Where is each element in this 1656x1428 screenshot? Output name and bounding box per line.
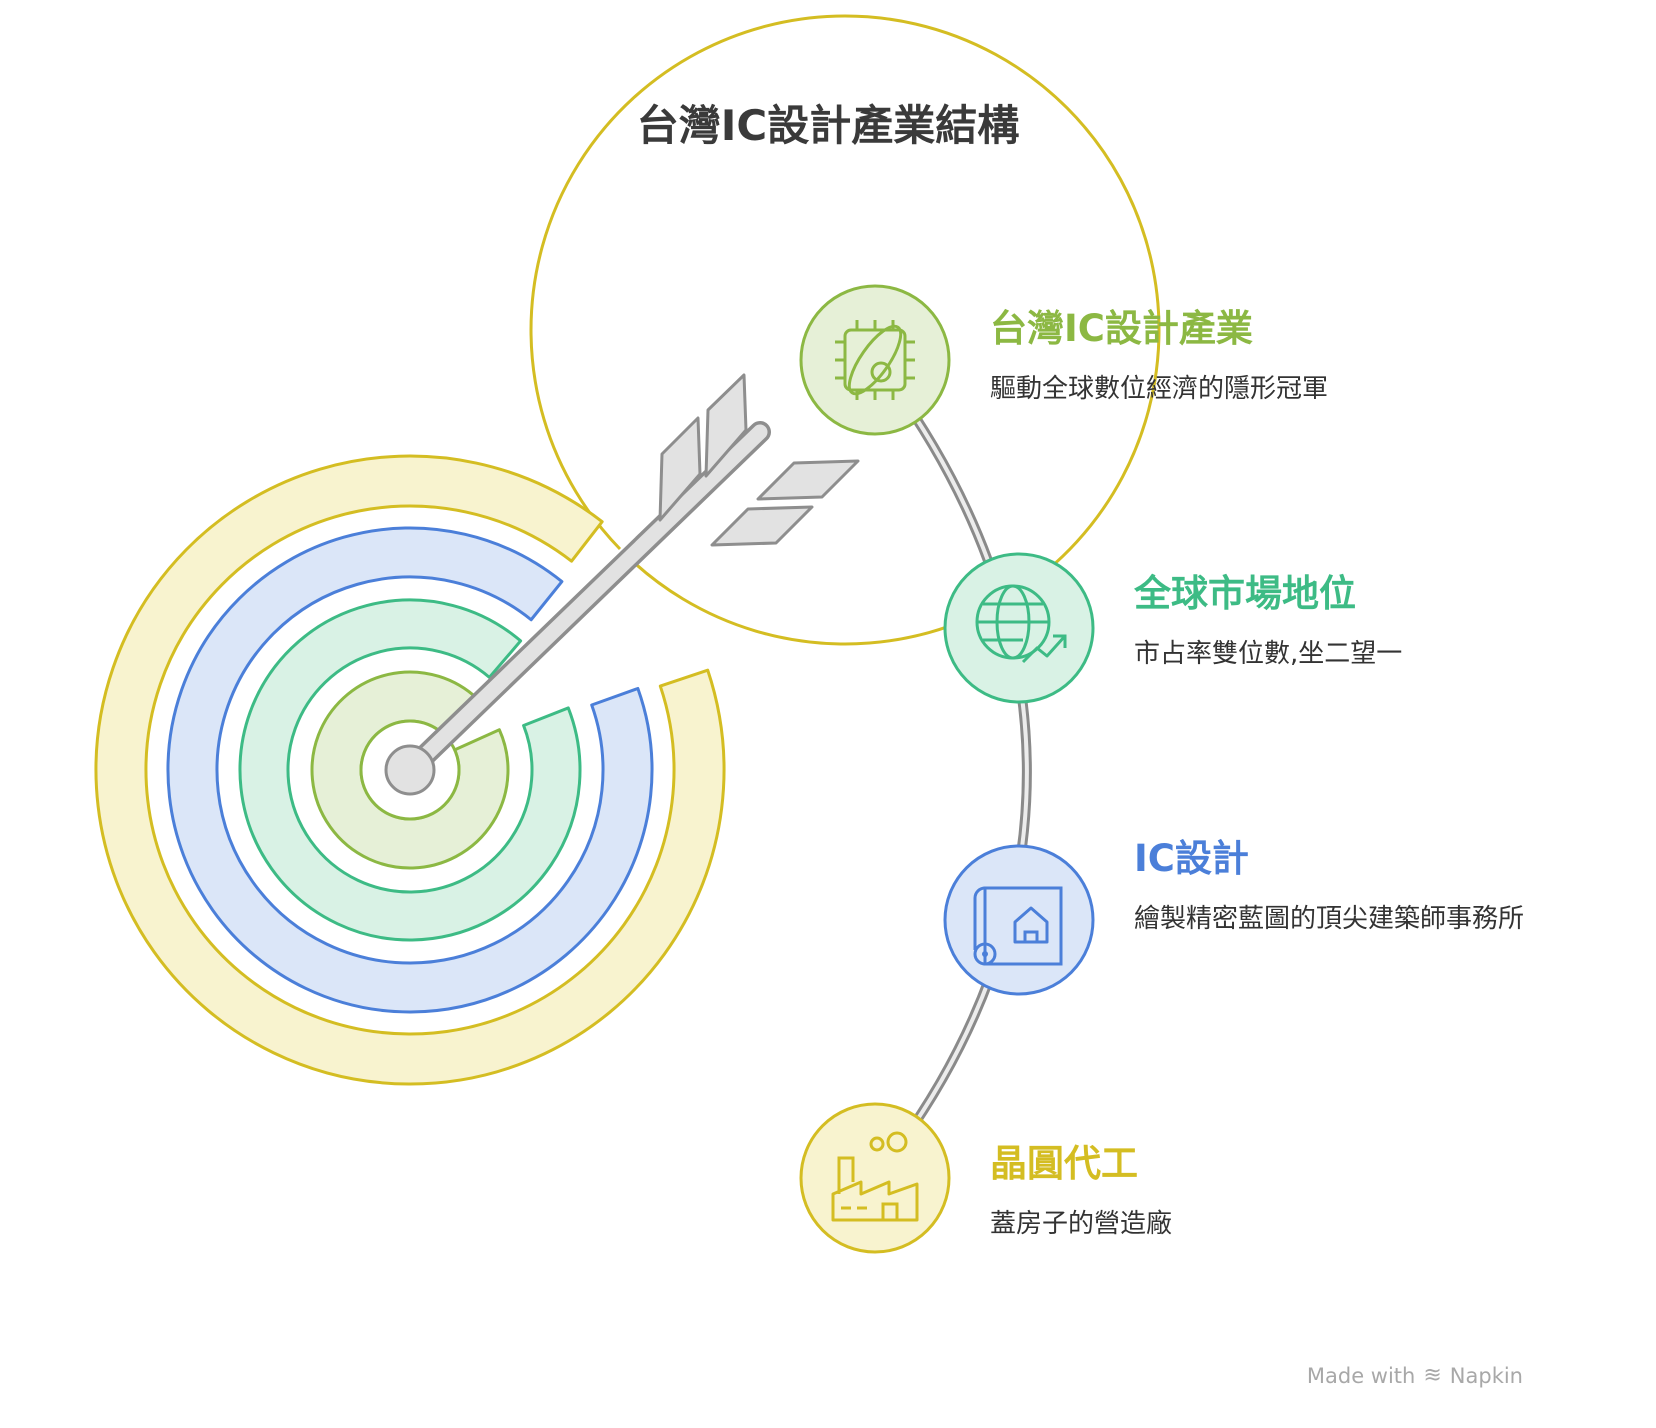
ring-blue (166, 526, 654, 1014)
chip-icon (835, 320, 915, 400)
blueprint-icon (973, 886, 1063, 966)
page-title: 台灣IC設計產業結構 (636, 101, 1020, 150)
item-description-1: 驅動全球數位經濟的隱形冠軍 (990, 374, 1329, 404)
made-with-napkin: Made with ≋ Napkin (1307, 1363, 1523, 1388)
napkin-logo-icon: ≋ (1423, 1363, 1442, 1388)
item-description-3: 繪製精密藍圖的頂尖建築師事務所 (1134, 904, 1525, 934)
node-chip (799, 284, 951, 436)
item-description-4: 蓋房子的營造廠 (990, 1209, 1173, 1239)
target-bullseye (384, 744, 436, 796)
target-rings (529, 14, 1161, 646)
item-title-3: IC設計 (1134, 837, 1249, 880)
connector-arc (870, 355, 1032, 1183)
factory-icon (831, 1131, 919, 1222)
ring-green (238, 598, 582, 942)
item-title-4: 晶圓代工 (990, 1142, 1138, 1185)
item-title-2: 全球市場地位 (1134, 572, 1356, 615)
arrow (384, 373, 860, 796)
ring-yellow (94, 454, 726, 1086)
item-description-2: 市占率雙位數,坐二望一 (1134, 639, 1403, 669)
node-blueprint (943, 844, 1095, 996)
item-title-1: 台灣IC設計產業 (990, 307, 1253, 350)
node-globe (943, 552, 1095, 704)
ring-yellow-band (529, 14, 1161, 646)
napkin-brand-label: Napkin (1449, 1363, 1523, 1388)
globe-trend-icon (975, 584, 1067, 664)
node-factory (799, 1102, 951, 1254)
made-with-label: Made with (1306, 1363, 1416, 1388)
